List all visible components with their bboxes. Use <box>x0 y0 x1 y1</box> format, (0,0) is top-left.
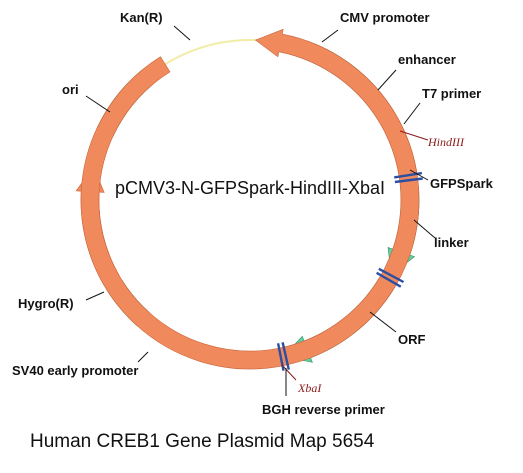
linker-tick <box>376 271 402 288</box>
kan-r-segment <box>80 28 420 370</box>
linker-leader <box>413 219 436 239</box>
xbai-label: XbaI <box>297 381 322 395</box>
bgh-tick <box>281 342 290 370</box>
t7-primer-leader <box>403 102 421 125</box>
t7-tick <box>394 177 423 184</box>
kan-r-label: Kan(R) <box>120 10 163 25</box>
ori-leader <box>85 95 111 113</box>
hindiii-label: HindIII <box>427 135 465 149</box>
orf-leader <box>369 311 397 333</box>
gfpspark-leader <box>409 169 429 181</box>
enhancer-leader <box>377 69 397 91</box>
linker-label: linker <box>434 235 469 250</box>
kan-r-leader <box>173 25 191 41</box>
linker-mark <box>376 267 405 288</box>
plasmid-title: pCMV3-N-GFPSpark-HindIII-XbaI <box>115 178 385 198</box>
figure-caption: Human CREB1 Gene Plasmid Map 5654 <box>30 431 375 452</box>
gfpspark-label: GFPSpark <box>430 176 494 191</box>
hygro-r-leader <box>85 291 105 301</box>
cmv-promoter-label: CMV promoter <box>340 10 430 25</box>
plasmid-map: CMV promoter enhancer T7 primer HindIII … <box>12 10 494 417</box>
ori-label: ori <box>62 82 79 97</box>
enhancer-label: enhancer <box>398 52 456 67</box>
bgh-reverse-primer-label: BGH reverse primer <box>262 402 385 417</box>
orf-label: ORF <box>398 332 426 347</box>
linker-tick <box>378 267 405 284</box>
hygro-r-label: Hygro(R) <box>18 296 74 311</box>
cmv-promoter-leader <box>321 29 339 43</box>
sv40-early-promoter-label: SV40 early promoter <box>12 363 138 378</box>
hindiii-leader <box>399 130 429 141</box>
t7-primer-label: T7 primer <box>422 86 481 101</box>
sv40-early-promoter-leader <box>137 351 149 363</box>
xbai-leader <box>281 364 297 381</box>
